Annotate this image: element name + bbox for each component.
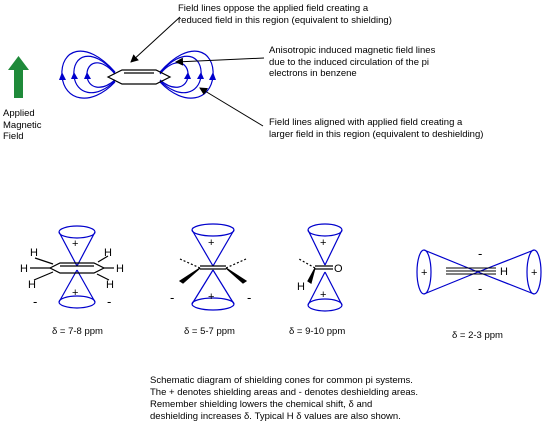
alkyne-shift: δ = 2-3 ppm bbox=[452, 330, 503, 341]
benzene-minus-right: - bbox=[107, 294, 111, 309]
deshielding-pointer bbox=[199, 87, 264, 127]
induced-field-lines bbox=[61, 50, 214, 99]
alkene-shielding-cone: + + - - δ = 5-7 ppm bbox=[170, 223, 251, 337]
field-line-arrowheads bbox=[59, 72, 216, 80]
benzene-plus-bottom: + bbox=[72, 287, 78, 299]
shielding-annotation-line-2: reduced field in this region (equivalent… bbox=[178, 14, 392, 26]
benzene-shift: δ = 7-8 ppm bbox=[52, 326, 103, 337]
anisotropic-annotation: Anisotropic induced magnetic field lines… bbox=[269, 45, 435, 80]
benzene-h5: H bbox=[116, 263, 124, 275]
shielding-pointer bbox=[130, 16, 181, 63]
alkene-minus-left: - bbox=[170, 290, 174, 305]
benzene-h1: H bbox=[30, 247, 38, 259]
alkyne-minus-bottom: - bbox=[478, 281, 482, 296]
caption-line-3: Remember shielding lowers the chemical s… bbox=[150, 399, 373, 410]
benzene-plus-top: + bbox=[72, 238, 78, 250]
caption-line-1: Schematic diagram of shielding cones for… bbox=[150, 375, 413, 386]
anisotropic-annotation-line-1: Anisotropic induced magnetic field lines bbox=[269, 45, 436, 56]
aldehyde-hydrogen: H bbox=[297, 281, 305, 293]
anisotropic-annotation-line-3: electrons in benzene bbox=[269, 68, 357, 79]
anisotropic-annotation-line-2: due to the induced circulation of the pi bbox=[269, 56, 430, 68]
aldehyde-plus-top: + bbox=[320, 237, 326, 249]
benzene-h2: H bbox=[20, 263, 28, 275]
applied-field-label-line-3: Field bbox=[3, 131, 24, 142]
aldehyde-plus-bottom: + bbox=[320, 289, 326, 301]
alkyne-minus-top: - bbox=[478, 246, 482, 261]
shielding-annotation-line-1: Field lines oppose the applied field cre… bbox=[178, 3, 369, 14]
caption-line-2: The + denotes shielding areas and - deno… bbox=[150, 387, 419, 398]
benzene-h3: H bbox=[28, 279, 36, 291]
alkene-minus-right: - bbox=[247, 290, 251, 305]
caption-line-4: deshielding increases δ. Typical H δ val… bbox=[150, 411, 401, 422]
anisotropic-pointer bbox=[175, 57, 265, 66]
alkene-shift: δ = 5-7 ppm bbox=[184, 326, 235, 337]
benzene-shielding-cone: H H H H H H + + - - δ = 7-8 ppm bbox=[20, 225, 124, 337]
alkyne-shielding-cone: H + + - - δ = 2-3 ppm bbox=[416, 246, 542, 341]
shielding-annotation: Field lines oppose the applied field cre… bbox=[178, 3, 392, 26]
benzene-h6: H bbox=[106, 279, 114, 291]
deshielding-annotation: Field lines aligned with applied field c… bbox=[269, 117, 483, 140]
deshielding-annotation-line-1: Field lines aligned with applied field c… bbox=[269, 117, 463, 128]
benzene-minus-left: - bbox=[33, 294, 37, 309]
applied-field-arrow bbox=[8, 56, 29, 98]
aldehyde-shift: δ = 9-10 ppm bbox=[289, 326, 345, 337]
alkene-plus-bottom: + bbox=[208, 291, 214, 303]
figure-caption: Schematic diagram of shielding cones for… bbox=[150, 375, 418, 423]
alkyne-plus-right: + bbox=[531, 267, 537, 279]
deshielding-annotation-line-2: larger field in this region (equivalent … bbox=[269, 128, 484, 140]
aldehyde-shielding-cone: O H + + δ = 9-10 ppm bbox=[289, 223, 345, 337]
alkyne-hydrogen: H bbox=[500, 266, 508, 278]
benzene-edge-on bbox=[106, 69, 172, 85]
benzene-h4: H bbox=[104, 247, 112, 259]
alkene-plus-top: + bbox=[208, 237, 214, 249]
alkyne-plus-left: + bbox=[421, 267, 427, 279]
applied-field-label-line-1: Applied bbox=[3, 108, 35, 119]
applied-field-label: Applied Magnetic Field bbox=[3, 108, 42, 143]
applied-field-label-line-2: Magnetic bbox=[3, 119, 42, 131]
aldehyde-oxygen: O bbox=[334, 263, 343, 275]
